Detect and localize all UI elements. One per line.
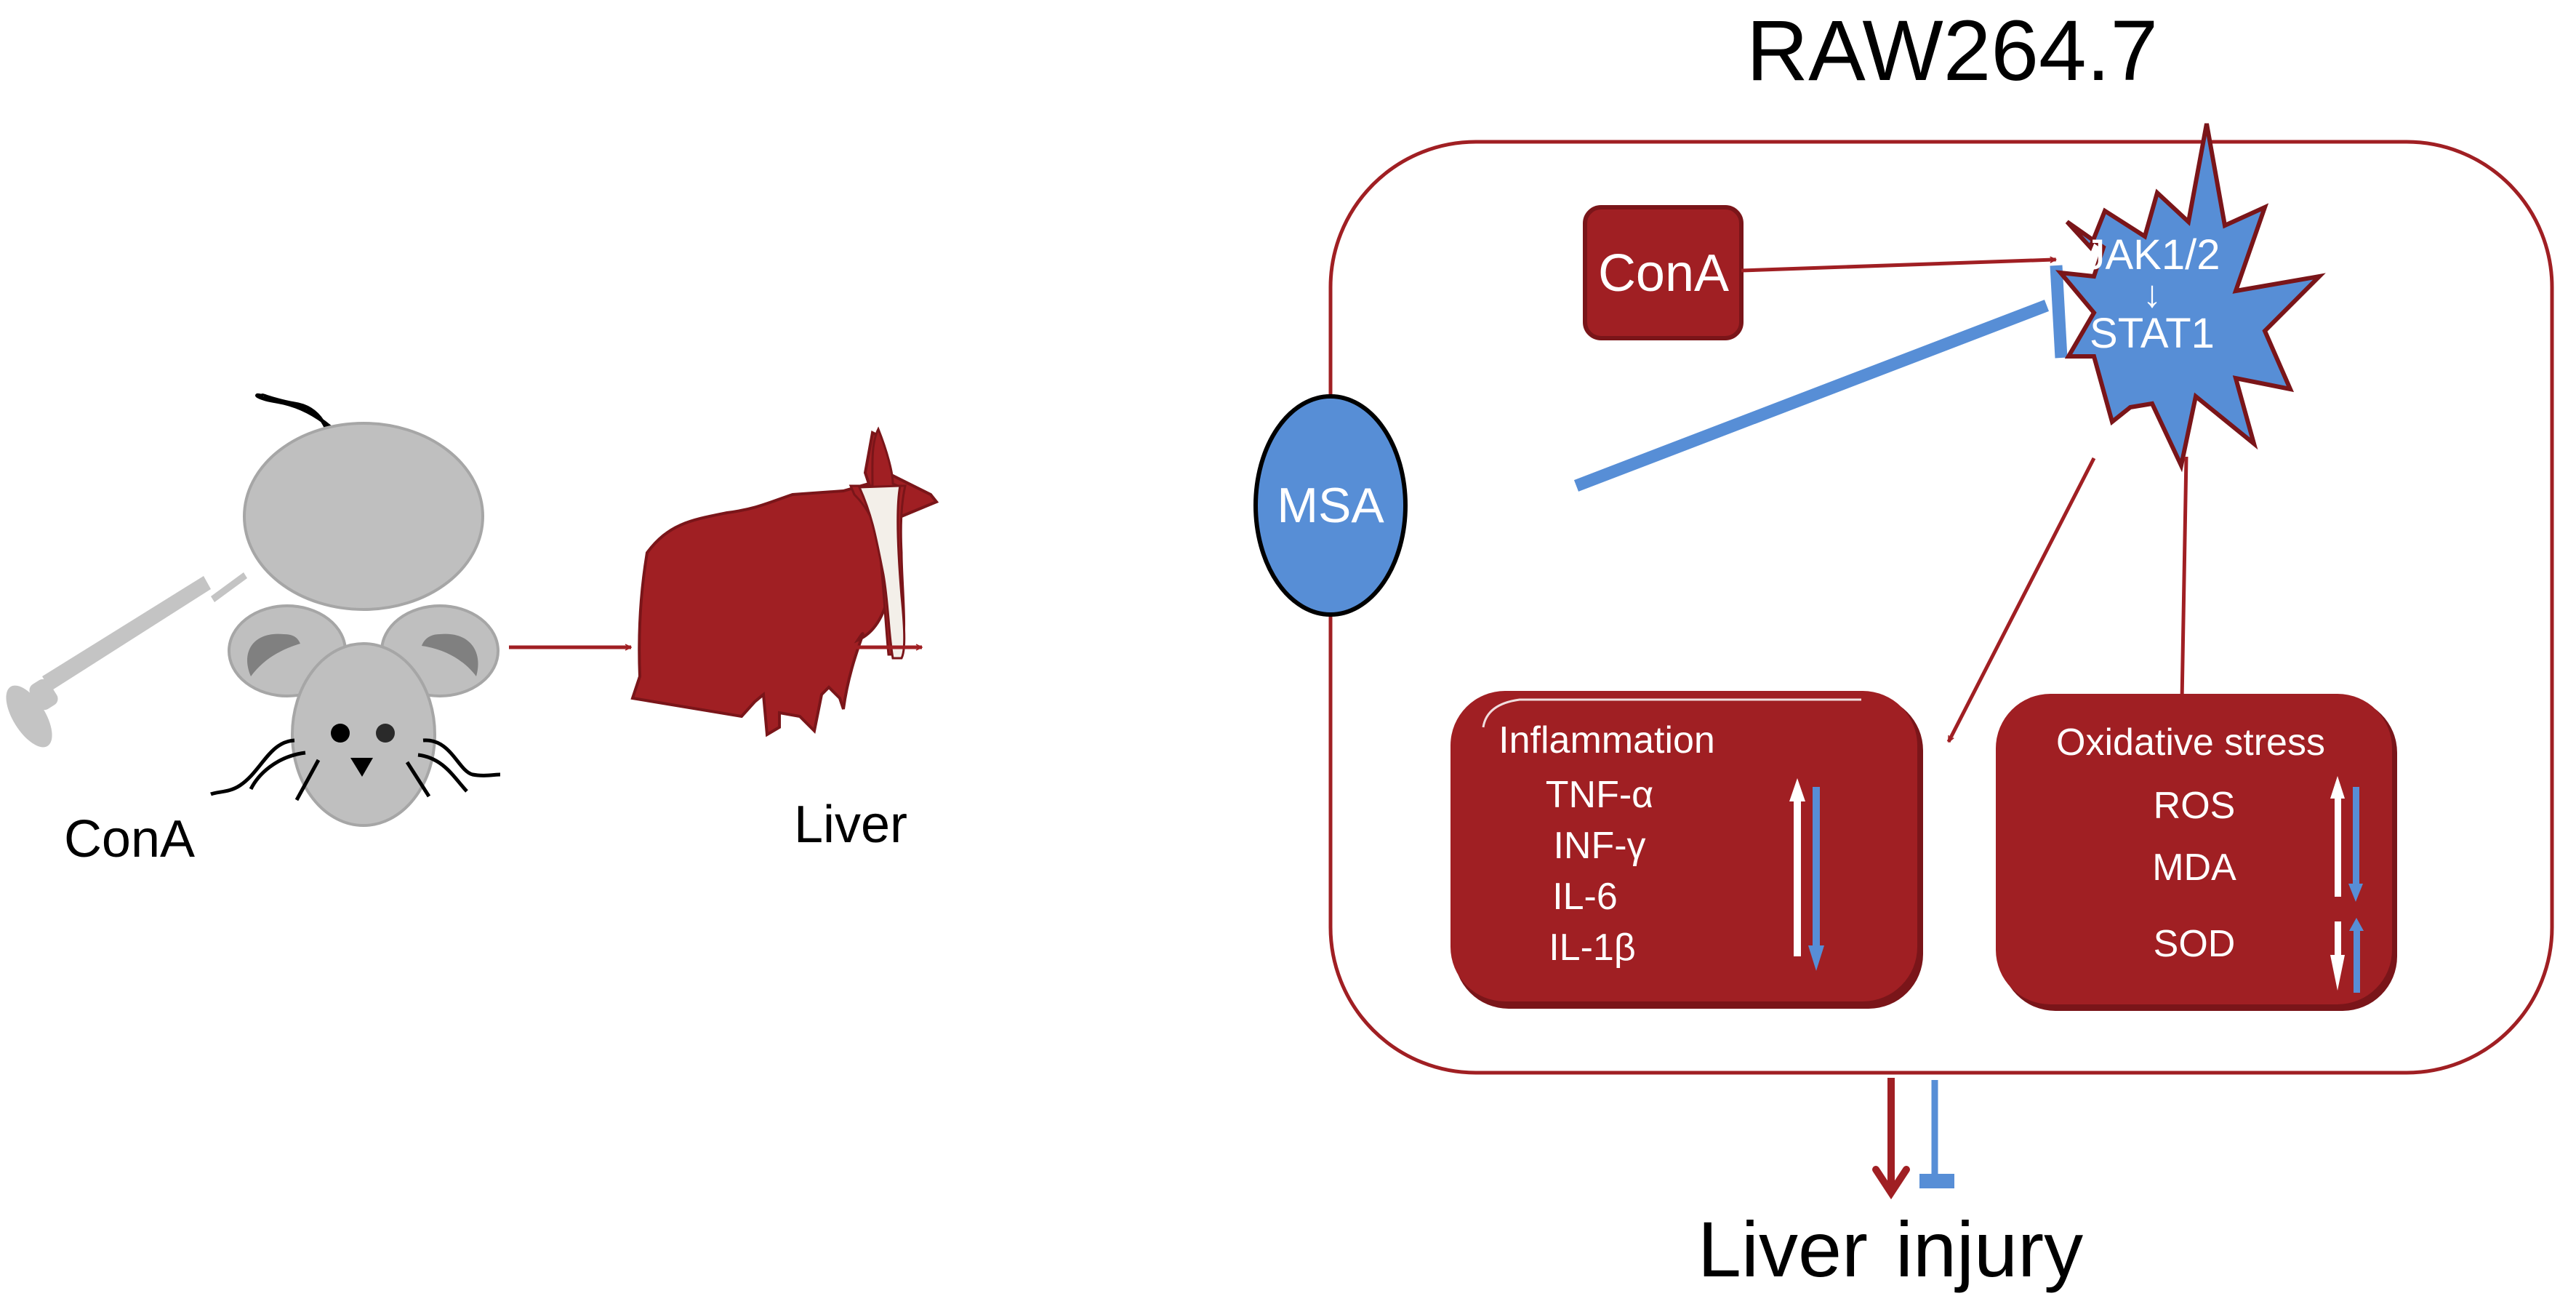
mouse-label: ConA [64,810,195,868]
inflammation-marker: IL-6 [1552,876,1618,918]
liver-ligament [857,484,906,660]
jak-stat-arrow: ↓ [2143,273,2162,316]
cell-line-title: RAW264.7 [1746,3,2158,99]
syringe-icon [6,572,247,748]
oxidative-stress-box[interactable] [1645,694,2397,1011]
liver-label: Liver [794,796,907,854]
arrow-stat-to-inflammation [1946,457,2096,742]
liver-icon [630,426,939,737]
mouse-eye-right [376,724,395,743]
outcome-label: Liver injury [1698,1205,2083,1293]
mouse-nose [350,758,373,777]
mouse-body [243,422,484,611]
mouse-ear-right-inner [422,633,478,676]
cona-down-arrow-icon [2330,921,2345,991]
cona-stimulus-label: ConA [1598,244,1729,303]
inflammation-marker: IL-1β [1549,927,1636,969]
arrow-cona-to-jak [1741,260,2056,273]
arrow-cell-to-liver-injury-head [1872,1166,1910,1200]
outcome-word-liver: Liver [1698,1205,1868,1293]
stat-label: STAT1 [2090,310,2215,357]
mouse-head [291,642,436,827]
oxidative-stress-title: Oxidative stress [2056,721,2325,764]
msa-inhibits-liver-injury-bar [1919,1174,1954,1188]
msa-down-arrow-icon [2348,787,2363,902]
oxidative-marker: MDA [2152,847,2236,889]
mouse-tail [255,393,356,457]
inflammation-marker: TNF-α [1546,774,1653,816]
mouse-eye-left [331,724,350,743]
cona-stimulus-box[interactable] [1583,205,1744,340]
jak-label: JAK1/2 [2085,231,2220,279]
inflammation-marker: INF-γ [1553,825,1645,867]
outcome-word-injury: injury [1895,1205,2083,1293]
cona-up-arrow-icon [2330,776,2345,897]
oxidative-marker: ROS [2154,785,2236,827]
mouse-illustration [6,393,501,827]
mouse-ear-left-inner [247,633,300,676]
msa-down-arrow-icon [1808,787,1824,971]
jak-stat-burst[interactable] [2055,123,2326,473]
msa-node[interactable] [1253,394,1408,617]
mouse-whiskers [210,738,501,801]
msa-up-arrow-icon [2349,918,2364,993]
cona-up-arrow-icon [1789,778,1805,956]
inflammation-title: Inflammation [1498,719,1715,761]
msa-inhibits-jak [1573,265,2068,492]
oxidative-marker: SOD [2154,923,2236,965]
msa-label: MSA [1277,478,1384,533]
